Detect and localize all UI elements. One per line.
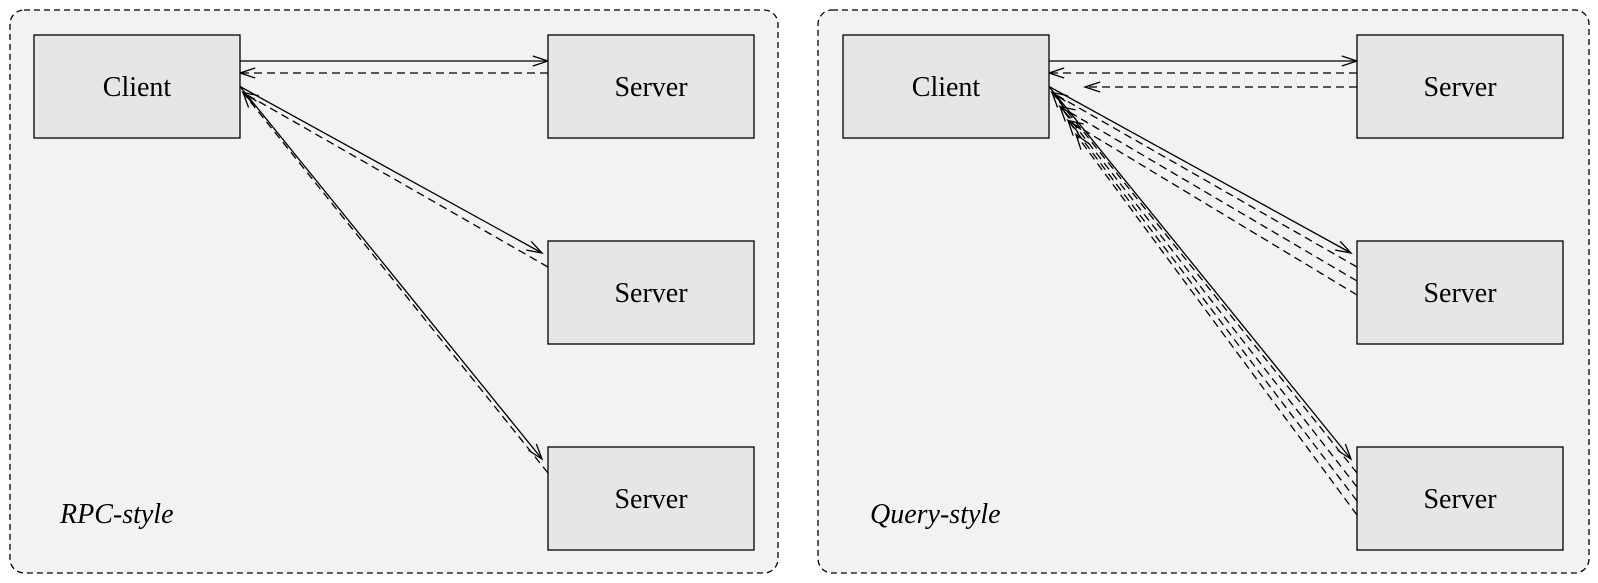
client-node: Client (33, 34, 241, 139)
request-arrow (239, 85, 543, 254)
panel-caption: RPC-style (59, 499, 174, 530)
response-arrow (1051, 92, 1358, 474)
server-node-2: Server (1356, 240, 1564, 345)
server-label: Server (614, 72, 688, 103)
response-arrow (1067, 119, 1358, 296)
response-arrowhead (1050, 90, 1066, 108)
client-label: Client (912, 72, 981, 103)
server-node-1: Server (1356, 34, 1564, 139)
request-arrow (1048, 85, 1352, 254)
response-arrowhead (1082, 81, 1101, 93)
server-label: Server (614, 484, 688, 515)
client-node: Client (842, 34, 1050, 139)
request-arrow (1048, 86, 1352, 460)
server-label: Server (1423, 72, 1497, 103)
server-label: Server (614, 278, 688, 309)
response-arrow (242, 91, 549, 268)
response-arrow (242, 92, 549, 474)
panel-query-style: Client Server Server Server Query-style (817, 9, 1590, 574)
response-arrowhead (1058, 104, 1074, 122)
panel-frame (9, 9, 779, 574)
response-arrow (1059, 106, 1358, 488)
request-arrowhead (526, 240, 544, 254)
request-arrow (239, 86, 543, 460)
request-arrowhead (528, 443, 544, 461)
server-node-2: Server (547, 240, 755, 345)
client-label: Client (103, 72, 172, 103)
request-arrowhead (1337, 443, 1353, 461)
response-arrow (1059, 105, 1358, 282)
server-label: Server (1423, 278, 1497, 309)
server-label: Server (1423, 484, 1497, 515)
response-arrowhead (1074, 132, 1090, 150)
panel-caption: Query-style (870, 499, 1001, 530)
request-arrowhead (1335, 240, 1353, 254)
server-node-3: Server (1356, 446, 1564, 551)
response-arrowhead (241, 90, 257, 108)
response-arrow (1051, 91, 1358, 268)
panel-rpc-style: Client Server Server Server RPC-style (9, 9, 779, 574)
server-node-1: Server (547, 34, 755, 139)
response-arrow (1067, 120, 1358, 502)
response-arrow (1075, 134, 1358, 516)
panel-frame (817, 9, 1590, 574)
response-arrowhead (1066, 118, 1082, 136)
server-node-3: Server (547, 446, 755, 551)
